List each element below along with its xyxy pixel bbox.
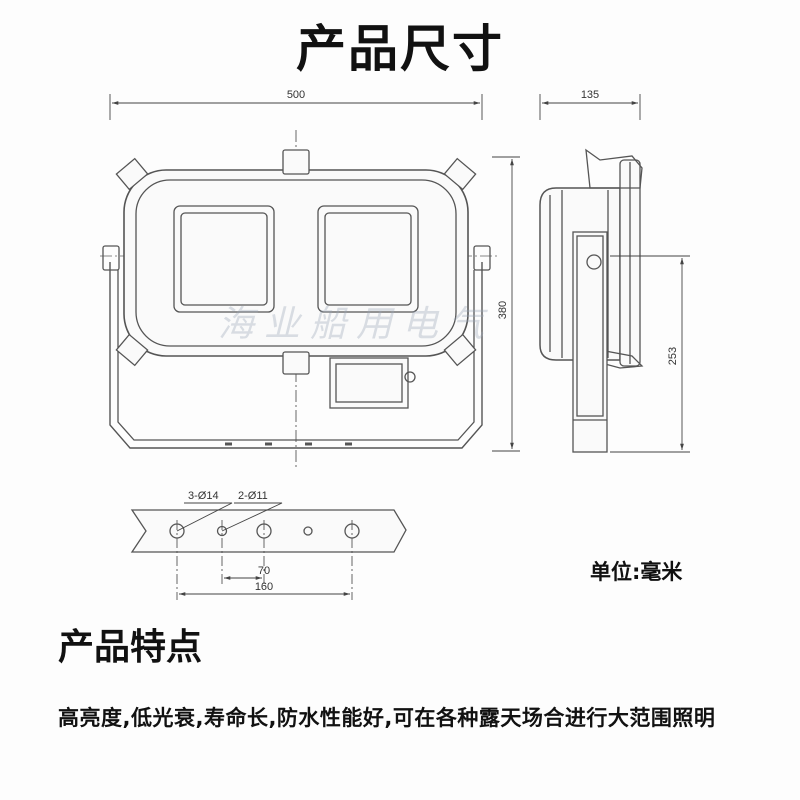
mounting-plate bbox=[130, 509, 407, 600]
dim-depth-label: 135 bbox=[581, 89, 599, 101]
dim-depth bbox=[539, 94, 641, 120]
front-view bbox=[100, 130, 500, 470]
dim-hole-spacing bbox=[179, 576, 350, 596]
hole-leaders bbox=[176, 502, 283, 532]
dim-mount-height bbox=[610, 255, 690, 453]
dim-spacing-small-label: 70 bbox=[258, 565, 270, 577]
dim-width bbox=[109, 94, 483, 120]
dim-spacing-large-label: 160 bbox=[255, 581, 273, 593]
dim-mount-height-label: 253 bbox=[667, 347, 679, 365]
dim-width-label: 500 bbox=[287, 89, 305, 101]
features-title: 产品特点 bbox=[58, 627, 203, 668]
side-view bbox=[539, 148, 644, 453]
watermark: 海业船用电气 bbox=[218, 304, 494, 345]
holes-large-label: 3-Ø14 bbox=[188, 490, 219, 502]
unit-label: 单位:毫米 bbox=[590, 560, 683, 584]
holes-small-label: 2-Ø11 bbox=[238, 490, 268, 502]
page-title: 产品尺寸 bbox=[296, 20, 504, 78]
dim-height bbox=[492, 156, 520, 452]
dim-height-label: 380 bbox=[497, 301, 509, 319]
features-text: 高亮度,低光衰,寿命长,防水性能好,可在各种露天场合进行大范围照明 bbox=[58, 706, 716, 730]
